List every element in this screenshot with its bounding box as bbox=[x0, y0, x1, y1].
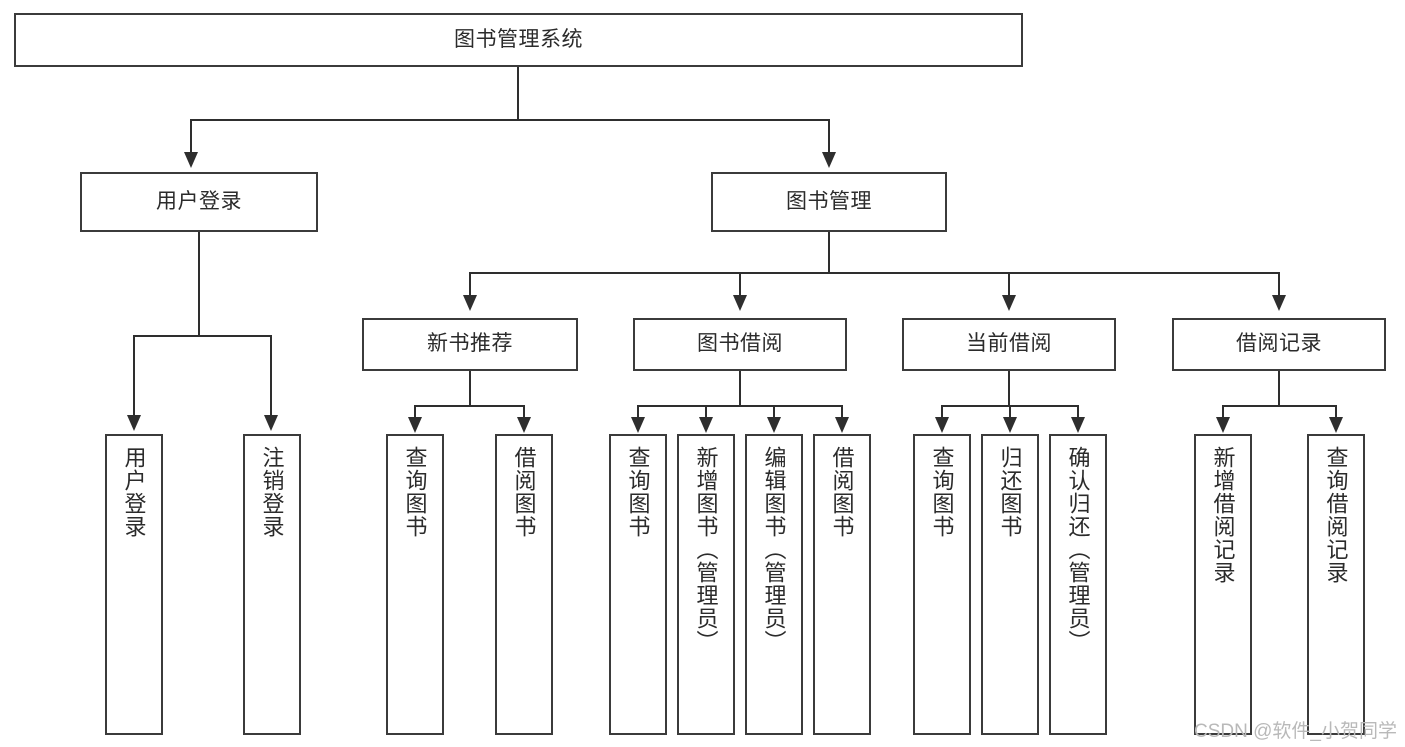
connector-bm-to-new-book bbox=[469, 272, 471, 297]
arrow-bm-to-new-book bbox=[463, 295, 477, 311]
leaf-book-borrow-0[interactable]: 查询图书 bbox=[609, 434, 667, 735]
connector-current-borrow-stem bbox=[1008, 371, 1010, 406]
leaf-borrow-record-0[interactable]: 新增借阅记录 bbox=[1194, 434, 1252, 735]
node-label: 查询图书 bbox=[625, 446, 651, 538]
leaf-borrow-record-1[interactable]: 查询借阅记录 bbox=[1307, 434, 1365, 735]
node-user-login[interactable]: 用户登录 bbox=[80, 172, 318, 232]
connector-new-book-to-leaf-2 bbox=[523, 405, 525, 419]
connector-book-management-bus bbox=[469, 272, 1278, 274]
node-label: 用户登录 bbox=[121, 446, 147, 538]
leaf-user-login-0[interactable]: 用户登录 bbox=[105, 434, 163, 735]
connector-borrow-record-bus bbox=[1222, 405, 1336, 407]
node-label: 借阅图书 bbox=[511, 446, 537, 538]
arrow-borrow-record-to-leaf-1 bbox=[1216, 417, 1230, 433]
leaf-current-borrow-1[interactable]: 归还图书 bbox=[981, 434, 1039, 735]
connector-user-login-stem bbox=[198, 232, 200, 336]
connector-bm-to-borrow-record bbox=[1278, 272, 1280, 297]
arrow-current-borrow-to-leaf-3 bbox=[1071, 417, 1085, 433]
connector-user-login-to-leaf-2 bbox=[270, 335, 272, 417]
leaf-new-book-recommend-0[interactable]: 查询图书 bbox=[386, 434, 444, 735]
connector-bm-to-current-borrow bbox=[1008, 272, 1010, 297]
connector-book-borrow-to-leaf-1 bbox=[637, 405, 639, 419]
connector-new-book-bus bbox=[414, 405, 524, 407]
node-label: 当前借阅 bbox=[966, 332, 1052, 356]
connector-book-borrow-stem bbox=[739, 371, 741, 406]
connector-user-login-to-leaf-1 bbox=[133, 335, 135, 417]
leaf-user-login-1[interactable]: 注销登录 bbox=[243, 434, 301, 735]
node-label: 注销登录 bbox=[259, 446, 285, 538]
node-label: 确认归还（管理员） bbox=[1065, 446, 1091, 653]
node-label: 新书推荐 bbox=[427, 332, 513, 356]
leaf-current-borrow-2[interactable]: 确认归还（管理员） bbox=[1049, 434, 1107, 735]
connector-current-borrow-to-leaf-1 bbox=[941, 405, 943, 419]
watermark-text: CSDN @软件_小贺同学 bbox=[1194, 721, 1397, 742]
connector-root-stem bbox=[517, 67, 519, 120]
node-label: 新增图书（管理员） bbox=[693, 446, 719, 653]
node-root-book-management-system[interactable]: 图书管理系统 bbox=[14, 13, 1023, 67]
arrow-new-book-to-leaf-2 bbox=[517, 417, 531, 433]
arrow-book-borrow-to-leaf-4 bbox=[835, 417, 849, 433]
node-label: 查询图书 bbox=[929, 446, 955, 538]
connector-user-login-bus bbox=[133, 335, 271, 337]
node-label: 图书借阅 bbox=[697, 332, 783, 356]
leaf-book-borrow-2[interactable]: 编辑图书（管理员） bbox=[745, 434, 803, 735]
connector-borrow-record-to-leaf-2 bbox=[1335, 405, 1337, 419]
arrow-root-to-book-management bbox=[822, 152, 836, 168]
node-label: 归还图书 bbox=[997, 446, 1023, 538]
node-label: 图书管理系统 bbox=[454, 27, 583, 51]
connector-new-book-to-leaf-1 bbox=[414, 405, 416, 419]
arrow-current-borrow-to-leaf-1 bbox=[935, 417, 949, 433]
node-book-management[interactable]: 图书管理 bbox=[711, 172, 947, 232]
connector-new-book-stem bbox=[469, 371, 471, 406]
connector-current-borrow-to-leaf-3 bbox=[1077, 405, 1079, 419]
connector-book-management-stem bbox=[828, 232, 830, 273]
leaf-new-book-recommend-1[interactable]: 借阅图书 bbox=[495, 434, 553, 735]
node-label: 用户登录 bbox=[156, 189, 242, 213]
node-new-book-recommend[interactable]: 新书推荐 bbox=[362, 318, 578, 371]
arrow-current-borrow-to-leaf-2 bbox=[1003, 417, 1017, 433]
arrow-book-borrow-to-leaf-1 bbox=[631, 417, 645, 433]
node-borrow-record[interactable]: 借阅记录 bbox=[1172, 318, 1386, 371]
leaf-book-borrow-1[interactable]: 新增图书（管理员） bbox=[677, 434, 735, 735]
arrow-bm-to-borrow-record bbox=[1272, 295, 1286, 311]
node-label: 编辑图书（管理员） bbox=[761, 446, 787, 653]
node-current-borrow[interactable]: 当前借阅 bbox=[902, 318, 1116, 371]
connector-bm-to-book-borrow bbox=[739, 272, 741, 297]
arrow-book-borrow-to-leaf-2 bbox=[699, 417, 713, 433]
connector-book-borrow-to-leaf-4 bbox=[841, 405, 843, 419]
node-label: 查询借阅记录 bbox=[1323, 446, 1349, 584]
leaf-book-borrow-3[interactable]: 借阅图书 bbox=[813, 434, 871, 735]
connector-current-borrow-to-leaf-2 bbox=[1009, 405, 1011, 419]
arrow-new-book-to-leaf-1 bbox=[408, 417, 422, 433]
node-label: 查询图书 bbox=[402, 446, 428, 538]
arrow-borrow-record-to-leaf-2 bbox=[1329, 417, 1343, 433]
connector-borrow-record-stem bbox=[1278, 371, 1280, 406]
node-label: 图书管理 bbox=[786, 189, 872, 213]
connector-borrow-record-to-leaf-1 bbox=[1222, 405, 1224, 419]
arrow-user-login-to-leaf-1 bbox=[127, 415, 141, 431]
arrow-bm-to-book-borrow bbox=[733, 295, 747, 311]
connector-root-bus bbox=[190, 119, 829, 121]
node-book-borrow[interactable]: 图书借阅 bbox=[633, 318, 847, 371]
node-label: 借阅图书 bbox=[829, 446, 855, 538]
node-label: 借阅记录 bbox=[1236, 332, 1322, 356]
arrow-bm-to-current-borrow bbox=[1002, 295, 1016, 311]
connector-root-to-user-login bbox=[190, 119, 192, 154]
arrow-root-to-user-login bbox=[184, 152, 198, 168]
leaf-current-borrow-0[interactable]: 查询图书 bbox=[913, 434, 971, 735]
connector-book-borrow-to-leaf-3 bbox=[773, 405, 775, 419]
arrow-user-login-to-leaf-2 bbox=[264, 415, 278, 431]
connector-book-borrow-bus bbox=[637, 405, 842, 407]
arrow-book-borrow-to-leaf-3 bbox=[767, 417, 781, 433]
connector-root-to-book-management bbox=[828, 119, 830, 154]
connector-book-borrow-to-leaf-2 bbox=[705, 405, 707, 419]
node-label: 新增借阅记录 bbox=[1210, 446, 1236, 584]
